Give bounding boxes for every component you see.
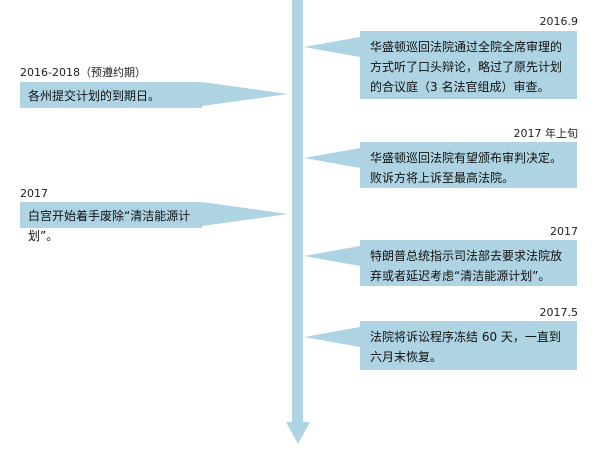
event-date: 2017 [550,225,578,238]
event-text: 各州提交计划的到期日。 [28,89,161,103]
event-date: 2016.9 [539,15,579,28]
timeline-spine [292,0,303,424]
arrow-down-icon [286,422,310,444]
event-text: 华盛顿巡回法院有望颁布审判决定。败诉方将上诉至最高法院。 [370,151,563,185]
event-box: 各州提交计划的到期日。 [20,82,288,108]
event-date: 2016-2018（预遵约期） [20,66,146,79]
event-box: 华盛顿巡回法院通过全院全席审理的方式听了口头辩论，略过了原先计划的合议庭（3 名… [304,31,577,99]
event-text: 华盛顿巡回法院通过全院全席审理的方式听了口头辩论，略过了原先计划的合议庭（3 名… [370,40,563,94]
event-box: 华盛顿巡回法院有望颁布审判决定。败诉方将上诉至最高法院。 [304,142,577,188]
event-box: 特朗普总统指示司法部去要求法院放弃或者延迟考虑“清洁能源计划”。 [304,240,577,286]
event-text: 法院将诉讼程序冻结 60 天，一直到六月末恢复。 [370,330,561,364]
event-box: 法院将诉讼程序冻结 60 天，一直到六月末恢复。 [304,321,577,370]
event-date: 2017 年上旬 [513,127,579,140]
event-date: 2017 [20,187,48,200]
event-date: 2017.5 [539,306,579,319]
event-text: 特朗普总统指示司法部去要求法院放弃或者延迟考虑“清洁能源计划”。 [370,249,563,283]
event-box: 白宫开始着手废除“清洁能源计划”。 [20,202,288,243]
event-text: 白宫开始着手废除“清洁能源计划”。 [28,209,191,243]
